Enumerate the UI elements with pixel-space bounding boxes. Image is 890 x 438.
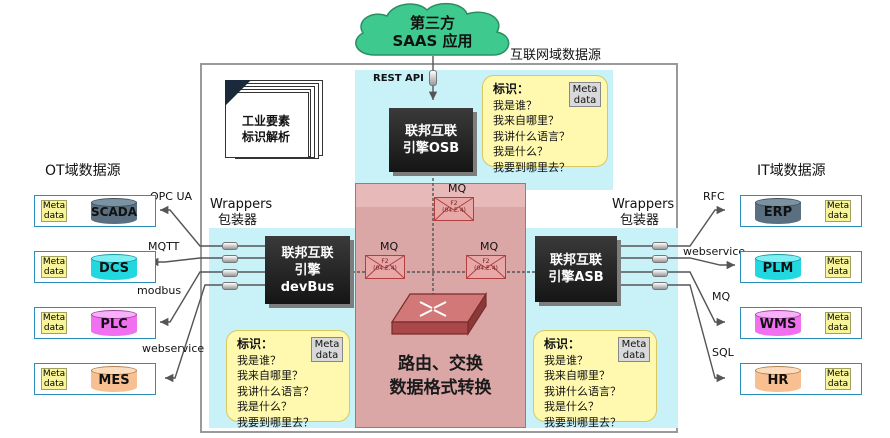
wrapper-plug	[222, 282, 238, 290]
cylinder-top	[755, 254, 801, 263]
cylinder-top	[91, 254, 137, 263]
database-cylinder: DCS	[91, 254, 137, 280]
it-protocol-label: webservice	[683, 245, 746, 258]
cylinder-body	[755, 370, 801, 392]
engine-asb: 联邦互联 引擎ASB	[535, 236, 617, 302]
rest-api-plug	[429, 70, 437, 86]
database-cylinder: SCADA	[91, 198, 137, 224]
it-protocol-label: RFC	[703, 190, 725, 203]
doc-title: 工业要素 标识解析	[241, 114, 290, 144]
engine-osb: 联邦互联 引擎OSB	[389, 108, 473, 172]
note-right: 标识： 我是谁？ 我来自哪里？ 我讲什么语言？ 我是什么？ 我要到哪里去？ Me…	[533, 330, 657, 429]
wrapper-plug	[222, 255, 238, 263]
cylinder-top	[755, 366, 801, 375]
wrapper-plug	[652, 255, 668, 263]
wrapper-plug	[222, 242, 238, 250]
cylinder-body	[755, 258, 801, 280]
envelope-icon: F2(04.E.4)	[365, 255, 405, 279]
cylinder-body	[755, 314, 801, 336]
router-switch-icon	[390, 292, 488, 337]
cloud-icon	[355, 2, 510, 56]
cylinder-top	[755, 198, 801, 207]
cylinder-top	[91, 198, 137, 207]
cylinder-body	[91, 314, 137, 336]
database-cylinder: HR	[755, 366, 801, 392]
wrapper-plug	[222, 269, 238, 277]
wrapper-plug	[652, 269, 668, 277]
it-domain-title: IT域数据源	[757, 163, 826, 179]
it-protocol-label: SQL	[712, 346, 734, 359]
envelope-icon: F2(04.E.4)	[434, 197, 474, 221]
ot-domain-title: OT域数据源	[45, 163, 121, 179]
ot-wrappers-label: Wrappers 包装器	[210, 197, 273, 228]
mq-right-label: MQ	[480, 240, 499, 253]
routing-region-top-band	[356, 184, 525, 207]
wrapper-plug	[652, 242, 668, 250]
mq-left-label: MQ	[380, 240, 399, 253]
ot-protocol-label: OPC UA	[150, 190, 193, 203]
engine-devbus: 联邦互联 引擎 devBus	[265, 236, 350, 304]
database-cylinder: ERP	[755, 198, 801, 224]
ot-protocol-label: MQTT	[148, 240, 180, 253]
ot-protocol-label: modbus	[137, 284, 182, 297]
database-cylinder: WMS	[755, 310, 801, 336]
cylinder-top	[91, 366, 137, 375]
wrapper-plug	[652, 282, 668, 290]
envelope-icon: F2(04.E.4)	[466, 255, 506, 279]
it-protocol-label: MQ	[712, 290, 731, 303]
cylinder-top	[91, 310, 137, 319]
rest-api-label: REST API	[373, 73, 424, 84]
database-cylinder: PLC	[91, 310, 137, 336]
note-left: 标识： 我是谁？ 我来自哪里？ 我讲什么语言？ 我是什么？ 我要到哪里去？ Me…	[226, 330, 350, 429]
database-cylinder: PLM	[755, 254, 801, 280]
cylinder-body	[91, 202, 137, 224]
mq-top-label: MQ	[448, 182, 467, 195]
cylinder-body	[91, 258, 137, 280]
it-wrappers-label: Wrappers 包装器	[612, 197, 675, 228]
cloud-title: 第三方 SAAS 应用	[392, 14, 473, 50]
ot-protocol-label: webservice	[142, 342, 205, 355]
cylinder-top	[755, 310, 801, 319]
document-stack: 工业要素 标识解析	[225, 80, 325, 159]
database-cylinder: MES	[91, 366, 137, 392]
routing-title: 路由、交换 数据格式转换	[389, 354, 492, 398]
cylinder-body	[755, 202, 801, 224]
internet-domain-label: 互联网域数据源	[510, 48, 602, 63]
note-top: 标识： 我是谁？ 我来自哪里？ 我讲什么语言？ 我是什么？ 我要到哪里去？ Me…	[482, 75, 608, 174]
cylinder-body	[91, 370, 137, 392]
